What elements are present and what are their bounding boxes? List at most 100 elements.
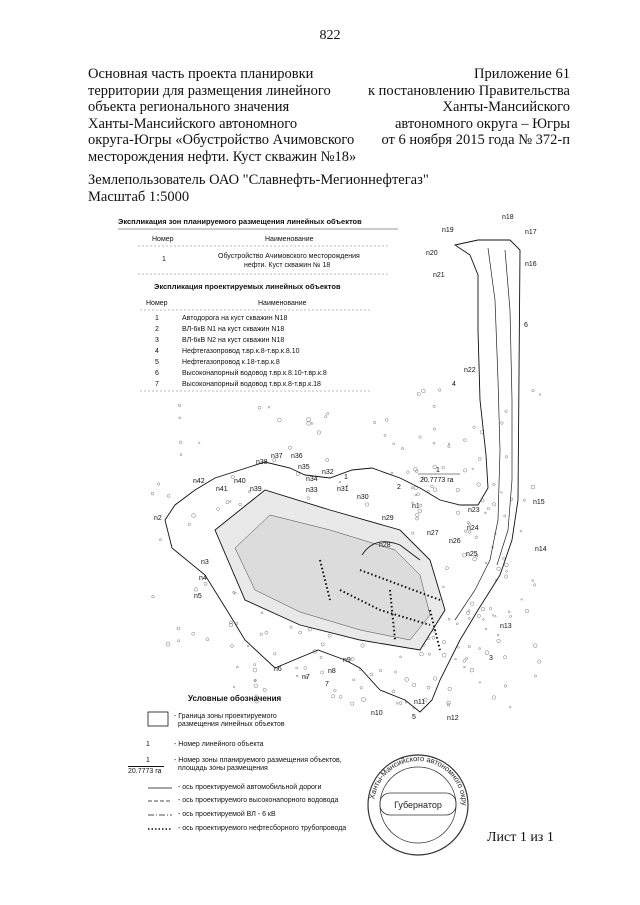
terrain-speckle <box>430 484 434 489</box>
terrain-speckle <box>442 585 445 589</box>
terrain-speckle <box>504 563 509 568</box>
title-line: объекта регионального значения <box>88 99 290 116</box>
point-label: n29 <box>382 515 394 522</box>
object-labels: 1 2 3 4 5 6 7 <box>325 322 528 721</box>
terrain-speckle <box>411 501 414 504</box>
terrain-speckle <box>433 676 438 681</box>
objects-table-title: Экспликация проектируемых линейных объек… <box>154 282 341 291</box>
terrain-speckle <box>191 631 196 636</box>
terrain-speckle <box>277 417 282 423</box>
object-row-number: 7 <box>155 381 159 388</box>
terrain-speckle <box>492 502 497 507</box>
terrain-speckle <box>474 535 478 539</box>
object-row-number: 5 <box>155 359 159 366</box>
terrain-speckle <box>530 484 536 490</box>
objects-table-col-number: Номер <box>146 300 168 307</box>
terrain-speckle <box>467 644 471 649</box>
terrain-speckle <box>489 607 493 611</box>
zones-table-title: Экспликация зон планируемого размещения … <box>118 217 362 226</box>
terrain-speckle <box>442 640 447 645</box>
terrain-speckle <box>438 388 442 392</box>
terrain-speckle <box>505 570 508 573</box>
terrain-speckle <box>467 609 471 612</box>
terrain-speckle <box>306 421 312 426</box>
legend-text-line: - Номер зоны планируемого размещения объ… <box>174 757 342 764</box>
terrain-speckle <box>369 672 374 677</box>
object-row-name: ВЛ-6кВ N2 на куст скважин N18 <box>182 337 285 344</box>
terrain-speckle <box>383 434 387 437</box>
terrain-speckle <box>531 579 535 582</box>
terrain-speckle <box>289 625 293 629</box>
terrain-speckle <box>464 529 468 533</box>
object-label: 3 <box>489 655 493 662</box>
point-label: n4 <box>199 575 207 582</box>
terrain-speckle <box>484 511 487 515</box>
terrain-speckle <box>338 480 342 483</box>
terrain-speckle <box>415 516 419 521</box>
terrain-speckle <box>187 522 191 526</box>
terrain-speckle <box>150 491 155 496</box>
terrain-speckle <box>421 476 426 480</box>
zone-boundary <box>164 239 521 713</box>
point-label: n3 <box>201 559 209 566</box>
point-label: n28 <box>379 542 391 549</box>
object-label: 1 <box>344 474 348 481</box>
terrain-speckle <box>324 415 328 419</box>
zones-table-row-name: нефти. Куст скважин № 18 <box>244 262 331 269</box>
terrain-speckle <box>466 521 470 524</box>
point-label: n42 <box>193 478 205 485</box>
appendix-line: от 6 ноября 2015 года № 372-п <box>381 132 571 149</box>
terrain-speckle <box>432 427 436 431</box>
point-label: n12 <box>447 715 459 722</box>
stamp-center-text: Губернатор <box>394 800 442 810</box>
terrain-speckle <box>503 684 508 688</box>
terrain-speckle <box>350 657 355 661</box>
terrain-speckle <box>478 647 481 650</box>
terrain-speckle <box>295 472 300 476</box>
object-row-name: Нефтегазопровод к.18-т.вр.к.8 <box>182 359 280 366</box>
terrain-speckle <box>225 500 230 505</box>
terrain-speckle <box>484 627 487 631</box>
terrain-speckle <box>177 639 181 643</box>
terrain-speckle <box>533 583 537 587</box>
terrain-speckle <box>157 482 161 486</box>
terrain-speckle <box>441 466 445 470</box>
terrain-speckle <box>504 574 509 579</box>
terrain-speckle <box>426 685 431 690</box>
object-row-number: 3 <box>155 337 159 344</box>
terrain-speckle <box>496 633 500 637</box>
terrain-speckle <box>312 649 318 654</box>
terrain-speckle <box>325 457 330 462</box>
terrain-speckle <box>463 468 468 473</box>
document-title-block: Основная часть проекта планировки террит… <box>88 66 408 166</box>
terrain-speckle <box>520 598 523 601</box>
point-label: n37 <box>271 453 283 460</box>
appendix-line: Ханты-Мансийского <box>442 99 570 116</box>
land-user: Землепользователь ОАО "Славнефть-Мегионн… <box>88 172 429 188</box>
terrain-speckle <box>494 615 497 618</box>
object-row-name: Нефтегазопровод т.вр.к.8-т.вр.к.8.10 <box>182 348 300 355</box>
title-line: месторождения нефти. Куст скважин №18» <box>88 148 357 165</box>
terrain-speckle <box>455 622 459 626</box>
legend-object-number: - Номер линейного объекта <box>174 741 264 748</box>
road-corridor <box>496 249 513 566</box>
terrain-speckle <box>447 686 452 691</box>
terrain-speckle <box>447 442 451 445</box>
terrain-speckle <box>431 636 436 640</box>
terrain-speckle <box>238 502 242 507</box>
point-label: n31 <box>337 486 349 493</box>
terrain-speckle <box>416 392 421 397</box>
terrain-speckle <box>264 630 269 635</box>
terrain-speckle <box>178 440 183 445</box>
terrain-speckle <box>447 444 451 448</box>
terrain-speckle <box>447 617 451 621</box>
terrain-speckle <box>482 618 485 621</box>
terrain-speckle <box>475 554 479 558</box>
terrain-speckle <box>385 418 389 422</box>
terrain-speckle <box>262 687 267 692</box>
terrain-speckle <box>232 686 236 689</box>
terrain-speckle <box>418 435 422 439</box>
terrain-speckle <box>472 556 477 562</box>
terrain-speckle <box>295 666 298 670</box>
terrain-speckle <box>326 412 330 415</box>
